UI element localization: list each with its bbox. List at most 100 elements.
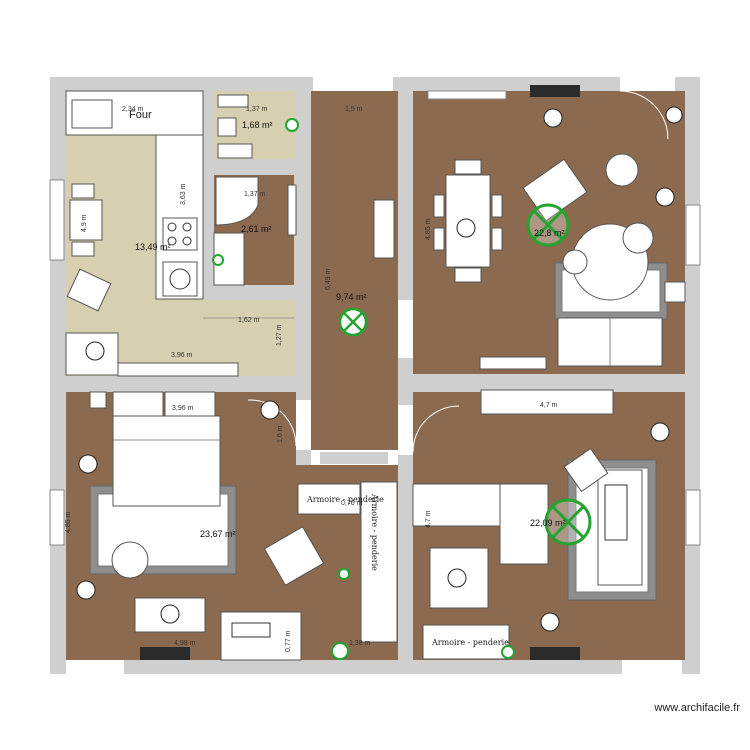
office-dim-side: 4,7 m (425, 510, 432, 528)
office-chair (563, 447, 609, 493)
radiator-office (530, 647, 580, 660)
bath-towel (287, 184, 297, 236)
dining-chair (454, 267, 482, 283)
round-stool (622, 222, 654, 254)
door-opening-bedroom-bottom (66, 660, 124, 674)
hall-area: 9,74 m² (336, 292, 367, 302)
hall-small-dim-a: 0,76 m (341, 500, 363, 507)
plant-icon (76, 106, 683, 632)
bath-light (212, 254, 224, 266)
watermark: www.archifacile.fr (654, 702, 740, 714)
window-living-top (427, 90, 507, 100)
wardrobe-label-2: Armoire - penderie (370, 493, 379, 571)
door-strip (320, 452, 388, 464)
hall-small-dim-c: 0,77 m (285, 630, 292, 652)
bath-area: 2,61 m² (241, 224, 272, 234)
kitchen-chair-top (71, 183, 95, 199)
hallway-floor (311, 91, 398, 465)
kitchen-chair-bottom (71, 241, 95, 257)
hall-small-light (331, 642, 349, 660)
wardrobe-label-3: Armoire - penderie (431, 638, 509, 647)
shower (215, 176, 259, 226)
radiator-bedroom (140, 647, 190, 660)
kitchen-bin (162, 261, 198, 297)
kitchen-shelf (117, 362, 239, 377)
bedroom-desk-laptop (231, 622, 271, 638)
office-keyboard (604, 484, 628, 541)
bedroom-pouf (111, 541, 149, 579)
kitchen-dim-bottom-left: 1,62 m (238, 317, 260, 324)
wall-living-office (413, 374, 685, 392)
dining-chair (433, 227, 445, 251)
office-area: 22,09 m² (530, 518, 566, 528)
wardrobe-vertical (360, 481, 398, 643)
bin-circle (169, 268, 191, 290)
oven-label: Four (129, 109, 152, 121)
bedroom-area: 23,67 m² (200, 529, 236, 539)
living-area: 22,8 m² (534, 228, 565, 238)
window-living-right (685, 204, 701, 266)
bed (112, 415, 221, 507)
kitchen-dim-right: 1,27 m (276, 324, 283, 346)
window-office-right (685, 489, 701, 546)
bedroom-light (338, 568, 350, 580)
wc-dim: 1,37 m (246, 106, 268, 113)
office-small-light (501, 645, 515, 659)
wc-cabinet (217, 143, 253, 159)
cooktop (162, 217, 198, 251)
window-kitchen-left (49, 179, 65, 261)
door-opening-living-top (620, 77, 675, 91)
kitchen-area: 13,49 m² (135, 242, 171, 252)
bedroom-dim-door: 1,6 m (277, 425, 284, 443)
living-dim-side: 4,85 m (425, 218, 432, 240)
living-plant (664, 281, 686, 303)
wall-kitchen-bedroom (66, 376, 296, 392)
door-opening-office (398, 405, 413, 455)
dining-chair (454, 159, 482, 175)
dining-chair (433, 194, 445, 218)
living-bookshelf (479, 356, 547, 370)
bedroom-dim-bottom: 4,98 m (174, 640, 196, 647)
bedroom-dim-top: 3,96 m (172, 405, 194, 412)
wc-toilet (217, 117, 237, 137)
hall-dim-top: 1,5 m (345, 106, 363, 113)
wall-kitchen-wc (203, 91, 214, 285)
window-bedroom-left (49, 489, 65, 546)
office-bookshelf (480, 389, 614, 415)
door-opening-bedroom (296, 400, 311, 450)
wardrobe-label-1: Armoire - penderie (306, 495, 384, 504)
hall-small-dim-b: 1,38 m (349, 640, 371, 647)
nightstand (112, 391, 164, 417)
office-wardrobe (422, 624, 510, 660)
dining-chair (491, 227, 503, 251)
bedroom-dim-side: 4,85 m (65, 511, 72, 533)
wall-bath-bottom (203, 285, 296, 300)
door-opening-office-bottom (622, 660, 682, 674)
radiator-living (530, 85, 580, 97)
wall-wc-bath (214, 159, 296, 175)
wall-hall-right (398, 91, 413, 661)
kitchen-dim-bottom: 3,96 m (171, 352, 193, 359)
office-dim-top: 4,7 m (540, 402, 558, 409)
kitchen-dim-top: 2,34 m (122, 106, 144, 113)
kitchen-sink (71, 99, 113, 129)
dining-chair (491, 194, 503, 218)
hall-bench (373, 199, 395, 259)
door-opening-living (398, 300, 413, 358)
kitchen-dim-left: 4,9 m (81, 214, 88, 232)
office-sofa-chaise (499, 483, 549, 565)
nightstand (164, 391, 216, 417)
wardrobe-horizontal (297, 483, 361, 515)
round-stool (605, 153, 639, 187)
wall-hall-left (296, 91, 311, 465)
wc-sink (217, 94, 249, 108)
living-armchair (522, 158, 588, 222)
wc-area: 1,68 m² (242, 120, 273, 130)
bedroom-lamp (89, 391, 107, 409)
bedroom-armchair (263, 526, 325, 586)
hall-dim-side: 6,49 m (325, 268, 332, 290)
kitchen-dim-cabinet: 3,63 m (180, 183, 187, 205)
door-opening-entry (313, 77, 393, 91)
bath-dim: 1,37 m (244, 191, 266, 198)
